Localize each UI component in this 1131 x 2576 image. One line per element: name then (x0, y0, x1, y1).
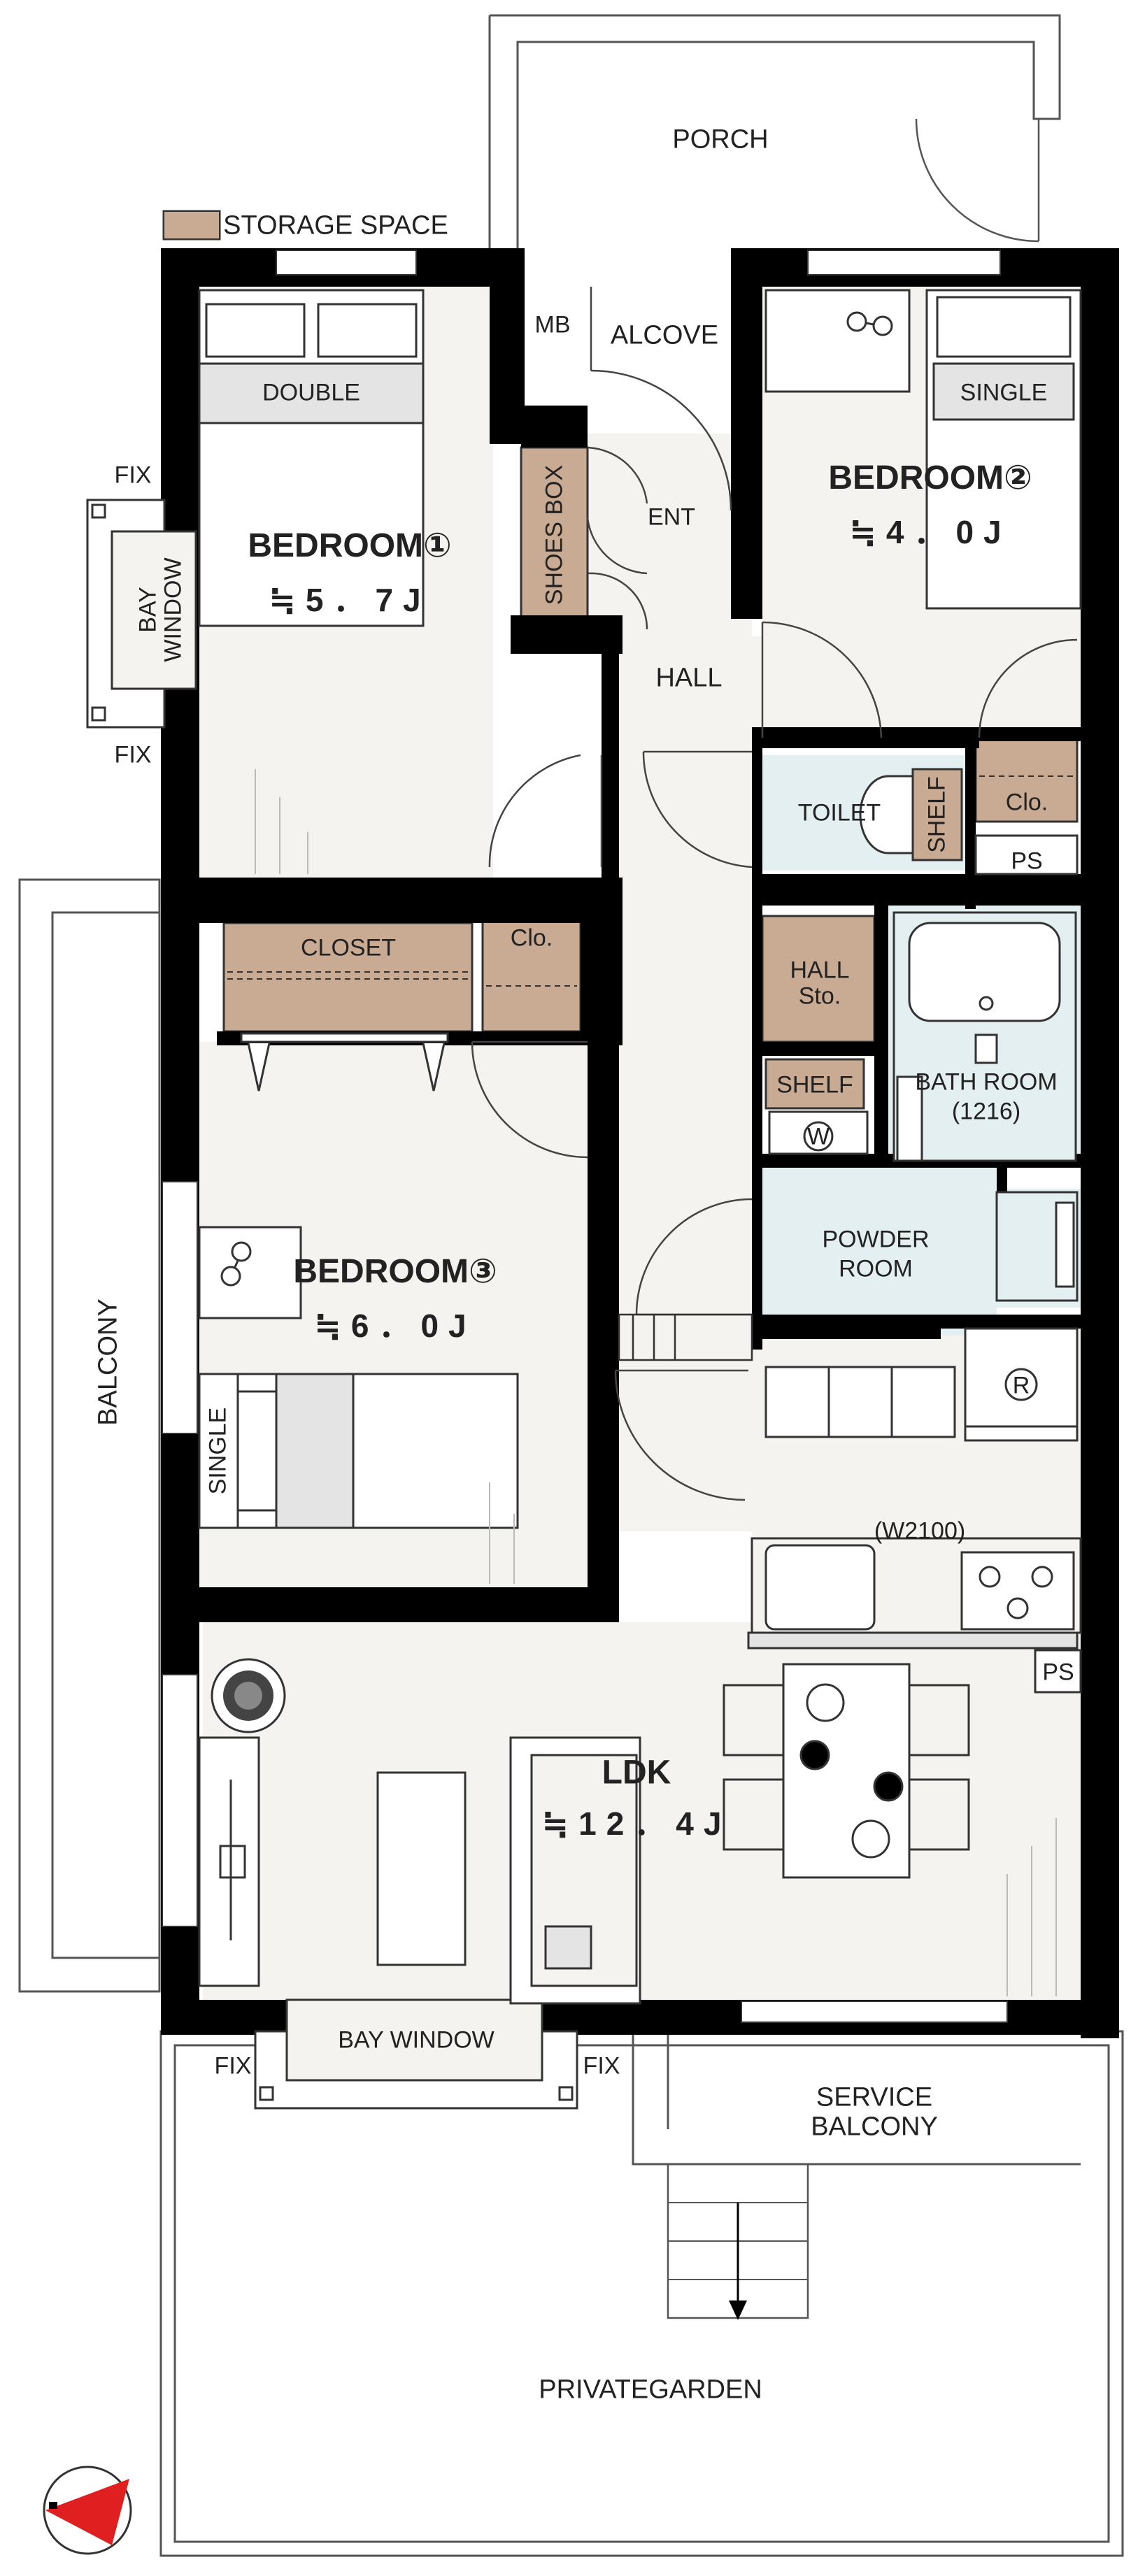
kitchen-counter (747, 1537, 1082, 1694)
dining-set (723, 1663, 970, 1879)
double-bed (198, 289, 425, 627)
windows (162, 250, 1008, 2023)
storage-dashes (227, 775, 1074, 987)
bay-window-bottom (254, 1998, 578, 2110)
floors (199, 287, 1081, 2003)
balcony-area (18, 878, 161, 1993)
toilet-bowl (859, 775, 914, 854)
kitchen-cabinets (764, 1327, 1079, 1442)
tv-board (198, 1736, 260, 1987)
storage-legend-swatch (163, 210, 220, 240)
north-arrow-icon (43, 2466, 132, 2555)
vanity (995, 1191, 1079, 1302)
entrance-steps (618, 1313, 753, 1361)
porch-door-arc (915, 118, 1039, 243)
private-garden-area (159, 2030, 1124, 2557)
washing-machine (768, 1110, 869, 1155)
glasses-icon (220, 311, 893, 1287)
ps-boxes (974, 834, 1079, 875)
doors (471, 287, 1078, 1501)
storage-blocks (162, 210, 1079, 1110)
porch-area (488, 14, 1061, 248)
bay-window-left (86, 499, 197, 729)
bath-tub (892, 911, 1077, 1162)
single-bed-3 (198, 1226, 519, 1529)
plant-icon (211, 1658, 286, 1733)
living-sofa (376, 1736, 641, 2005)
closet-hangers (240, 1032, 449, 1092)
service-balcony-area (632, 2031, 1081, 2320)
single-bed-2 (764, 289, 1082, 610)
floor-shading (255, 769, 1057, 1996)
